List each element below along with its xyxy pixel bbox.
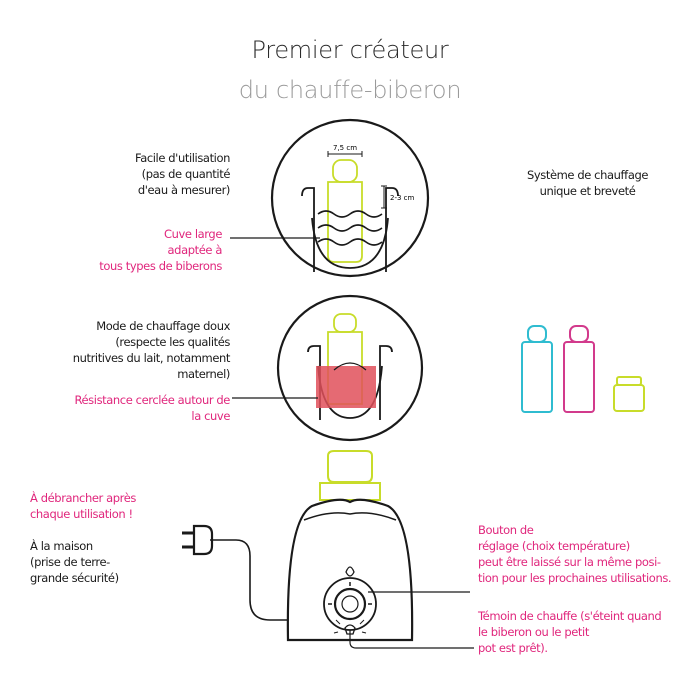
plug-icon (182, 524, 214, 556)
baby-bottle-icon (563, 325, 595, 413)
temperature-button-label: Bouton de réglage (choix température) pe… (478, 523, 672, 585)
dim-height-label: 2-3 cm (390, 194, 415, 202)
light-icon (333, 619, 367, 635)
jar-icon (613, 376, 645, 412)
indicator-pointer-line (349, 630, 474, 649)
ease-of-use-label: Facile d'utilisation (pas de quantité d'… (135, 151, 230, 197)
baby-bottle-icon (521, 325, 553, 413)
bottle-warmer-device (286, 450, 414, 642)
gentle-heating-label: Mode de chauffage doux (respecte les qua… (72, 319, 231, 381)
home-safety-label: À la maison (prise de terre- grande sécu… (30, 539, 119, 585)
dim-width-label: 7,5 cm (333, 144, 357, 152)
tank-detail-circle (270, 118, 430, 278)
wide-tank-label: Cuve large adaptée à tous types de biber… (99, 227, 222, 273)
title-line-2: du chauffe-biberon (238, 76, 462, 104)
heating-system-label: Système de chauffage unique et breveté (526, 168, 649, 198)
unplug-warning-label: À débrancher après chaque utilisation ! (30, 491, 137, 521)
title-line-1: Premier créateur (251, 36, 449, 64)
resistance-label: Résistance cerclée autour de la cuve (74, 393, 230, 423)
power-cord (210, 539, 288, 621)
heating-indicator-label: Témoin de chauffe (s'éteint quand le bib… (478, 609, 662, 655)
resistance-detail-circle (276, 294, 424, 442)
